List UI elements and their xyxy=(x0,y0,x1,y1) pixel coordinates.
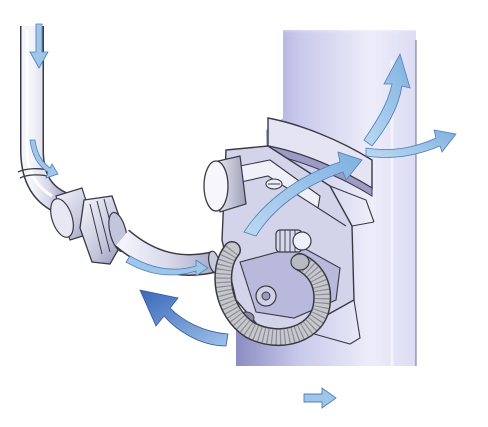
outlet-pipe xyxy=(114,229,220,276)
rising-flow-arrow-icon xyxy=(243,151,363,237)
block-fitting xyxy=(275,229,312,253)
side-knob xyxy=(203,155,247,213)
nut-collar-face xyxy=(50,198,74,238)
side-exhaust-arrow-icon xyxy=(365,129,457,158)
top-screw-icon xyxy=(265,178,283,190)
ring-texture xyxy=(215,245,330,345)
rubber-ring xyxy=(214,241,332,347)
pipe-flow-arrow-icon xyxy=(29,139,59,179)
ring-end-cap xyxy=(290,253,310,271)
flow-direction-legend-arrow-icon xyxy=(303,387,337,409)
knob-face xyxy=(203,160,229,212)
inlet-down-arrow-icon xyxy=(29,23,49,69)
pipe-connector-nut xyxy=(50,187,128,265)
return-flow-arrow-icon xyxy=(139,289,229,347)
upward-exhaust-arrow-icon xyxy=(363,52,411,147)
outlet-tube-fill xyxy=(115,230,217,275)
pipe-outer xyxy=(2,26,96,260)
collar-shadow xyxy=(267,145,373,197)
linkage-arm xyxy=(299,299,361,345)
outlet-flow-arrow-icon xyxy=(125,255,209,277)
block-edge-lines xyxy=(317,185,375,227)
